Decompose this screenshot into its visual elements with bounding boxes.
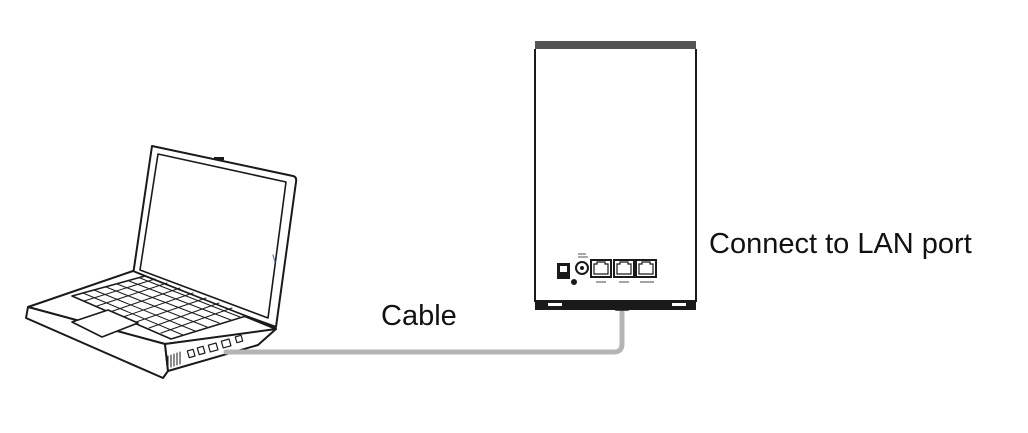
lan-port-label: Connect to LAN port: [709, 228, 972, 260]
router-icon: [534, 41, 697, 310]
cable-label: Cable: [381, 300, 457, 332]
laptop-icon: [25, 145, 298, 379]
